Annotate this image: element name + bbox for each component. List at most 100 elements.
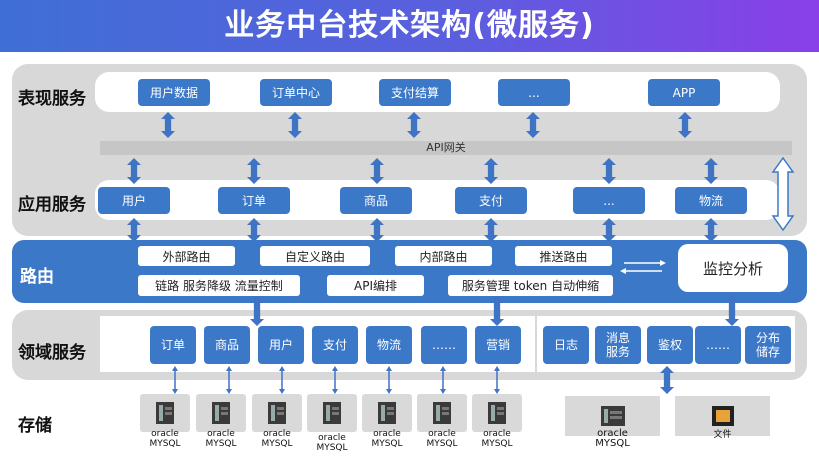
- api-gateway-bar: API网关: [100, 141, 792, 155]
- domain-storage-arrow: [332, 366, 338, 394]
- file-storage-icon: [711, 406, 734, 426]
- presentation-gateway-arrow: [678, 112, 692, 138]
- domain-item-more[interactable]: ……: [421, 326, 467, 364]
- database-label-line1: oracle: [428, 429, 456, 439]
- database-label-line2: MYSQL: [371, 439, 403, 449]
- application-band: [95, 180, 780, 220]
- domain-storage-arrow: [279, 366, 285, 394]
- domain-item-logistics[interactable]: 物流: [366, 326, 412, 364]
- presentation-gateway-arrow: [288, 112, 302, 138]
- routing-item-internal[interactable]: 内部路由: [395, 246, 492, 266]
- gateway-application-arrow: [602, 158, 616, 184]
- database-label-line2: MYSQL: [205, 439, 237, 449]
- gateway-application-arrow: [370, 158, 384, 184]
- application-routing-arrow: [247, 218, 261, 242]
- domain-item-payment[interactable]: 支付: [312, 326, 358, 364]
- domain-divider: [535, 316, 537, 372]
- server-icon: [433, 402, 451, 424]
- application-item-logistics[interactable]: 物流: [675, 187, 747, 214]
- routing-domain-arrow: [250, 296, 264, 326]
- domain-storage-arrow: [440, 366, 446, 394]
- database-server: [472, 394, 522, 432]
- monitor-link-arrow: [771, 156, 795, 232]
- domain-storage-arrow: [226, 366, 232, 394]
- domain-item-product[interactable]: 商品: [204, 326, 250, 364]
- presentation-layer-label: 表现服务: [18, 89, 86, 109]
- database-server: [196, 394, 246, 432]
- database-server: [417, 394, 467, 432]
- big-db-label-line1: oracle: [597, 428, 628, 439]
- presentation-item-app[interactable]: APP: [648, 79, 720, 106]
- application-routing-arrow: [484, 218, 498, 242]
- presentation-item-payment[interactable]: 支付结算: [379, 79, 451, 106]
- database-server: [307, 394, 357, 432]
- presentation-item-more[interactable]: ...: [498, 79, 570, 106]
- database-label-line1: oracle: [483, 429, 511, 439]
- file-label: 文件: [713, 430, 732, 440]
- database-label-line2: MYSQL: [316, 443, 348, 453]
- application-routing-arrow: [602, 218, 616, 242]
- domain-item-message-service[interactable]: 消息 服务: [595, 326, 641, 364]
- application-routing-arrow: [127, 218, 141, 242]
- server-icon: [156, 402, 174, 424]
- application-item-product[interactable]: 商品: [340, 187, 412, 214]
- domain-item-log[interactable]: 日志: [543, 326, 589, 364]
- database-label-line1: oracle: [373, 429, 401, 439]
- routing-item-push[interactable]: 推送路由: [515, 246, 612, 266]
- server-icon: [378, 402, 396, 424]
- domain-item-order[interactable]: 订单: [150, 326, 196, 364]
- presentation-gateway-arrow: [407, 112, 421, 138]
- routing-item-external[interactable]: 外部路由: [138, 246, 235, 266]
- routing-layer-label: 路由: [20, 267, 54, 287]
- big-database-server: [565, 396, 660, 436]
- domain-item-distributed-storage[interactable]: 分布 储存: [745, 326, 791, 364]
- domain-item-marketing[interactable]: 营销: [475, 326, 521, 364]
- application-item-user[interactable]: 用户: [98, 187, 170, 214]
- application-item-payment[interactable]: 支付: [455, 187, 527, 214]
- file-server: [675, 396, 770, 436]
- database-label-line1: oracle: [207, 429, 235, 439]
- page-title: 业务中台技术架构(微服务): [224, 8, 595, 43]
- domain-storage-arrow: [386, 366, 392, 394]
- presentation-item-order-center[interactable]: 订单中心: [260, 79, 332, 106]
- routing-item-traffic[interactable]: 链路 服务降级 流量控制: [138, 275, 300, 296]
- domain-storage-arrow: [172, 366, 178, 394]
- gateway-application-arrow: [704, 158, 718, 184]
- database-label-line1: oracle: [318, 433, 346, 443]
- monitor-analysis-box[interactable]: 监控分析: [678, 244, 788, 292]
- server-icon: [600, 406, 625, 426]
- database-label-line1: oracle: [151, 429, 179, 439]
- application-routing-arrow: [370, 218, 384, 242]
- database-server: [252, 394, 302, 432]
- presentation-item-user-data[interactable]: 用户数据: [138, 79, 210, 106]
- application-item-more[interactable]: ...: [573, 187, 645, 214]
- server-icon: [268, 402, 286, 424]
- database-server: [140, 394, 190, 432]
- routing-monitor-link: [620, 260, 666, 274]
- database-label-line1: oracle: [263, 429, 291, 439]
- gateway-application-arrow: [484, 158, 498, 184]
- big-db-label-line2: MYSQL: [595, 438, 630, 449]
- routing-item-service-management[interactable]: 服务管理 token 自动伸缩: [448, 275, 613, 296]
- application-item-order[interactable]: 订单: [218, 187, 290, 214]
- routing-domain-arrow: [490, 296, 504, 326]
- domain-item-more-2[interactable]: ……: [695, 326, 741, 364]
- domain-item-user[interactable]: 用户: [258, 326, 304, 364]
- domain-item-auth[interactable]: 鉴权: [647, 326, 693, 364]
- application-routing-arrow: [704, 218, 718, 242]
- routing-item-api-orchestration[interactable]: API编排: [327, 275, 424, 296]
- routing-item-custom[interactable]: 自定义路由: [260, 246, 370, 266]
- database-label-line2: MYSQL: [426, 439, 458, 449]
- application-layer-label: 应用服务: [18, 195, 86, 215]
- presentation-gateway-arrow: [161, 112, 175, 138]
- presentation-gateway-arrow: [526, 112, 540, 138]
- domain-storage-arrow: [494, 366, 500, 394]
- title-banner: [0, 0, 819, 52]
